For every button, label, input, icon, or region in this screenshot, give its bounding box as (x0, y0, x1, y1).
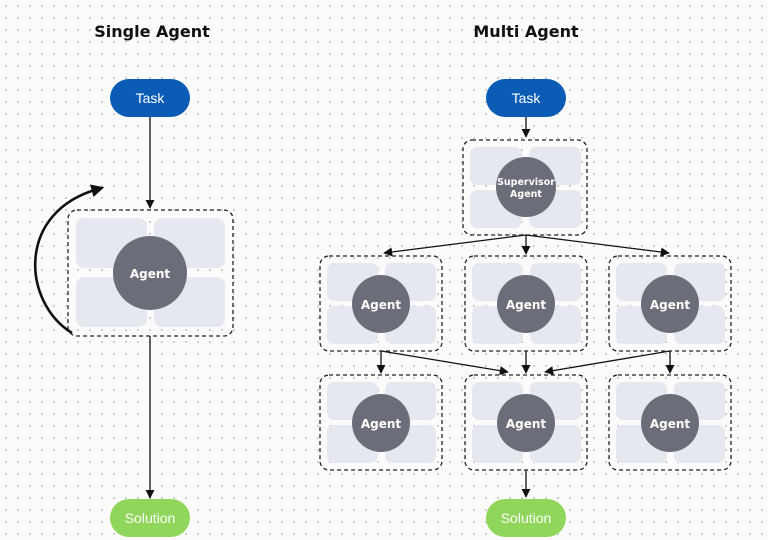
edge-agent-3-to-agent-5 (544, 350, 671, 376)
agent-box-6: Agent (608, 374, 732, 471)
agent-box-1: Agent (319, 255, 443, 352)
multi-agent-flow: Task Supervisor Agent Agent (319, 79, 732, 537)
svg-text:Task: Task (512, 90, 542, 106)
single-agent-heading: Single Agent (94, 22, 210, 41)
single-agent-flow: Task Agent Solution (34, 79, 234, 537)
agent-box-3: Agent (608, 255, 732, 352)
supervisor-agent-box: Supervisor Agent (462, 139, 588, 236)
svg-text:Agent: Agent (650, 417, 691, 431)
svg-text:Agent: Agent (510, 189, 542, 200)
svg-text:Agent: Agent (650, 298, 691, 312)
agent-box-5: Agent (464, 374, 588, 471)
edge-supervisor-to-agent-3 (525, 234, 670, 257)
agent-box-4: Agent (319, 374, 443, 471)
svg-text:Solution: Solution (501, 510, 552, 526)
svg-text:Supervisor: Supervisor (497, 177, 555, 188)
svg-text:Agent: Agent (130, 267, 171, 281)
agent-box-2: Agent (464, 255, 588, 352)
svg-text:Agent: Agent (361, 298, 402, 312)
multi-solution-node: Solution (486, 499, 566, 537)
edge-supervisor-to-agent-1 (383, 234, 527, 257)
svg-text:Agent: Agent (506, 417, 547, 431)
multi-task-node: Task (486, 79, 566, 117)
single-task-node: Task (110, 79, 190, 117)
single-solution-node: Solution (110, 499, 190, 537)
svg-text:Agent: Agent (361, 417, 402, 431)
multi-agent-heading: Multi Agent (473, 22, 579, 41)
svg-text:Agent: Agent (506, 298, 547, 312)
single-agent-box: Agent (67, 209, 234, 337)
svg-text:Solution: Solution (125, 510, 176, 526)
edge-agent-1-to-agent-5 (380, 350, 509, 376)
self-loop-arrow (34, 184, 105, 335)
svg-text:Task: Task (136, 90, 166, 106)
